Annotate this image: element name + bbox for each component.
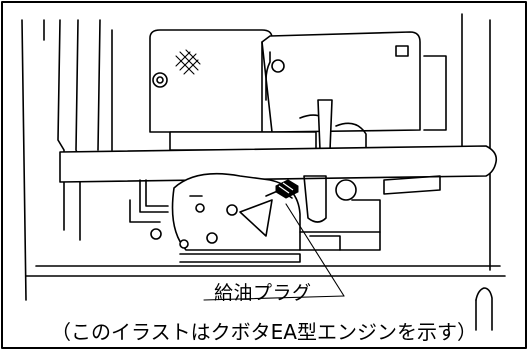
- callout-leader: [203, 203, 345, 301]
- engine-block: [169, 99, 367, 151]
- frame-bar: [59, 145, 498, 183]
- figure-caption: （このイラストはクボタEA型エンジンを示す）: [51, 320, 477, 344]
- crankcase: [129, 172, 441, 263]
- fuel-tank: [149, 29, 447, 133]
- vent-grille-icon: [175, 49, 201, 75]
- oil-filler-plug-label: 給油プラグ: [214, 282, 312, 304]
- frame-structure: [21, 13, 506, 331]
- oil-filler-plug: [239, 179, 299, 237]
